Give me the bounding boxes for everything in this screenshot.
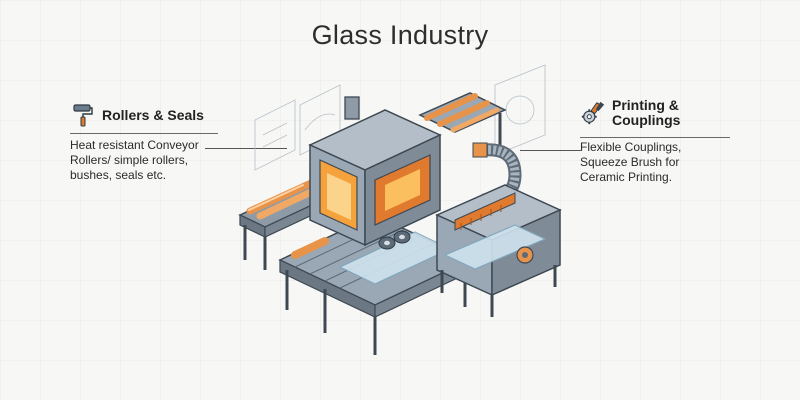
callout-line: Ceramic Printing. bbox=[580, 170, 673, 184]
callout-heading-text: Printing & Couplings bbox=[612, 98, 680, 128]
callout-description: Heat resistant Conveyor Rollers/ simple … bbox=[70, 138, 270, 183]
brush-and-gear-icon bbox=[580, 100, 606, 126]
callout-line: bushes, seals etc. bbox=[70, 168, 167, 182]
right-divider-rule bbox=[580, 137, 730, 138]
left-leader-line bbox=[205, 148, 287, 149]
loose-bushes bbox=[378, 230, 411, 250]
callout-rollers-seals: Rollers & Seals Heat resistant Conveyor … bbox=[70, 102, 270, 183]
callout-printing-couplings: Printing & Couplings Flexible Couplings,… bbox=[580, 98, 760, 185]
background-sketch-panels bbox=[254, 64, 546, 171]
callout-line: Rollers/ simple rollers, bbox=[70, 153, 189, 167]
squeeze-brush bbox=[454, 192, 516, 231]
right-leader-line bbox=[520, 150, 582, 151]
callout-line: Heat resistant Conveyor bbox=[70, 138, 199, 152]
left-divider-rule bbox=[70, 133, 218, 134]
callout-heading-line: Printing & bbox=[612, 97, 679, 113]
callout-line: Squeeze Brush for bbox=[580, 155, 680, 169]
paint-roller-icon bbox=[70, 102, 96, 128]
callout-heading-text: Rollers & Seals bbox=[102, 107, 204, 123]
callout-heading: Printing & Couplings bbox=[580, 98, 760, 128]
page-title: Glass Industry bbox=[311, 20, 489, 50]
upper-right-conveyor bbox=[418, 92, 507, 147]
ceramic-printing-machine bbox=[435, 184, 562, 317]
callout-heading-line: Couplings bbox=[612, 112, 681, 128]
callout-line: Flexible Couplings, bbox=[580, 140, 682, 154]
lower-conveyor bbox=[278, 214, 472, 355]
callout-heading: Rollers & Seals bbox=[70, 102, 270, 128]
callout-description: Flexible Couplings, Squeeze Brush for Ce… bbox=[580, 140, 760, 185]
furnace bbox=[308, 96, 442, 247]
glass-production-line-illustration bbox=[238, 64, 562, 355]
